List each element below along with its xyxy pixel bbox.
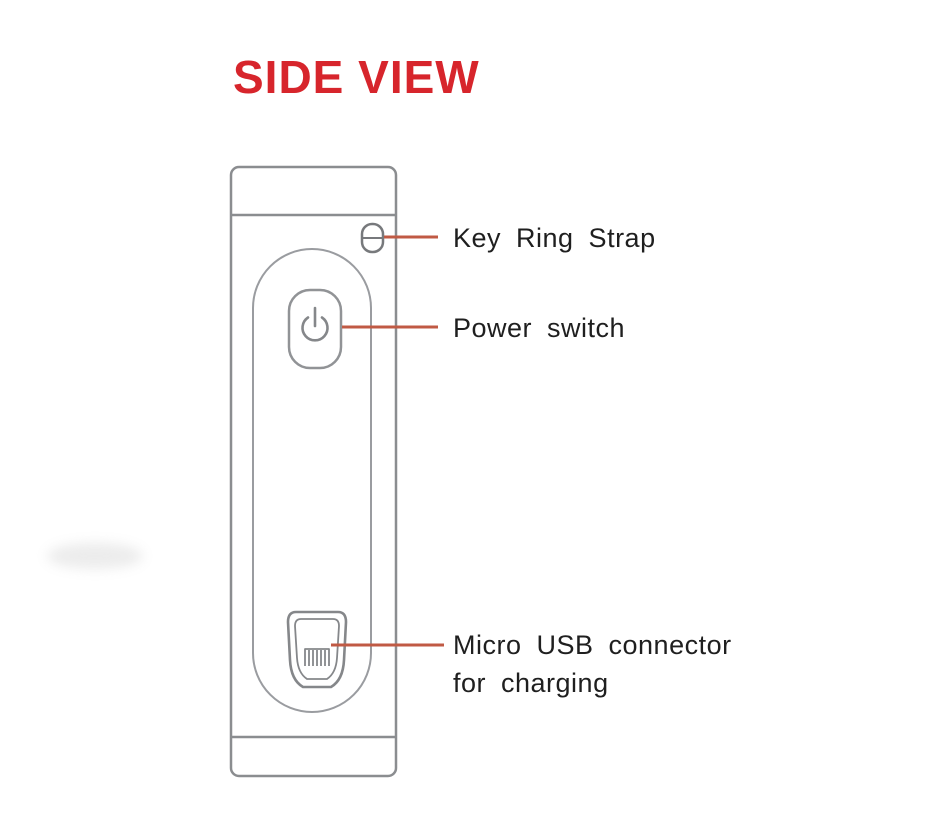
diagram-title: SIDE VIEW <box>233 51 480 103</box>
micro-usb-inner-shell <box>294 618 340 680</box>
power-switch-button <box>287 288 343 370</box>
label-micro-usb-line1: Micro USB connector <box>453 630 732 660</box>
label-micro-usb-line2: for charging <box>453 668 609 698</box>
power-icon <box>301 306 329 342</box>
device-face-panel <box>252 248 372 713</box>
micro-usb-outer-shell <box>286 610 348 689</box>
micro-usb-contacts <box>304 648 330 666</box>
micro-usb-connector <box>286 610 348 689</box>
floor-shadow <box>47 543 143 569</box>
label-power-switch: Power switch <box>453 313 626 343</box>
micro-usb-contact-frame <box>304 648 330 666</box>
power-switch-outline <box>287 288 343 370</box>
key-ring-strap <box>360 222 385 254</box>
label-key-ring-strap: Key Ring Strap <box>453 223 656 253</box>
label-micro-usb: Micro USB connector for charging <box>453 626 732 702</box>
power-icon-arc <box>301 316 329 342</box>
